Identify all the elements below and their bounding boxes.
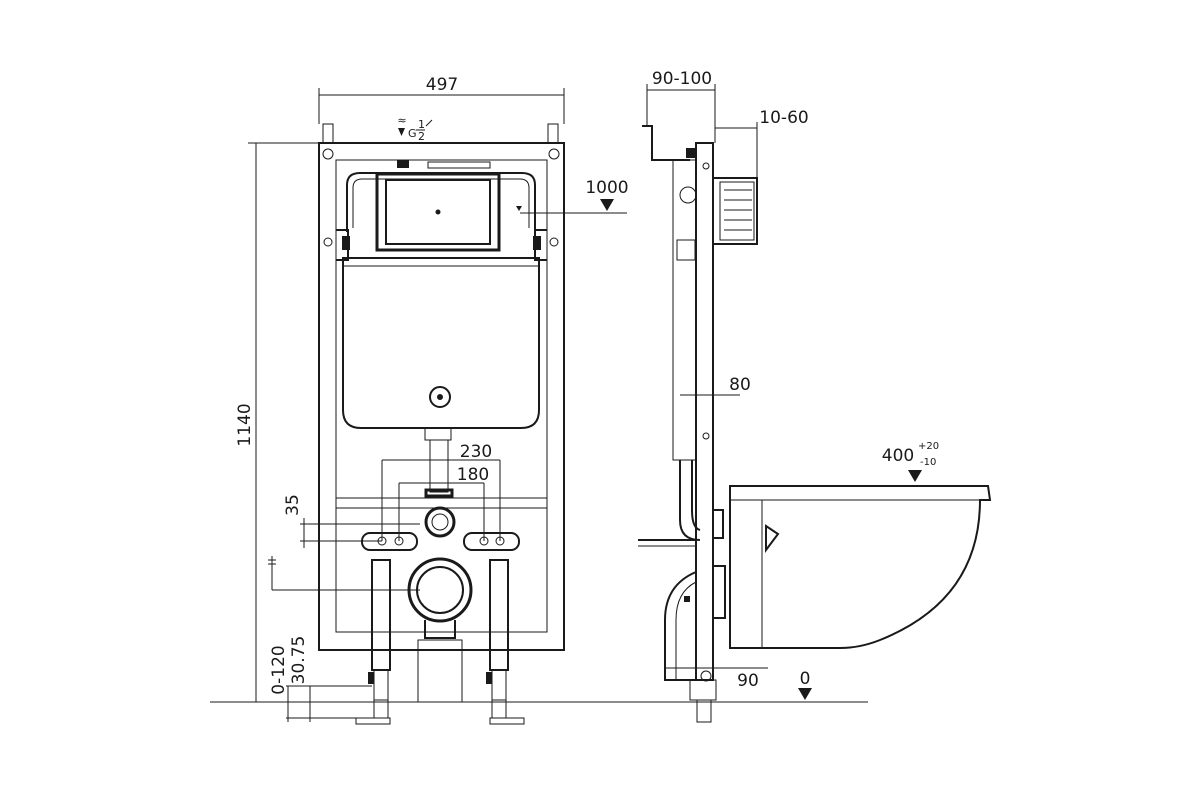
- flush-pipe-collar: [424, 488, 454, 498]
- bowl-height-icon: [908, 470, 922, 482]
- outlet-pipe: [417, 639, 463, 703]
- side-waste-bend: [664, 571, 697, 681]
- side-foot-block: [689, 679, 717, 701]
- cistern-logo-dot: [437, 394, 443, 400]
- side-foot-leg: [696, 699, 712, 723]
- side-view: 90-100 10-60 80 90 0 400 +20 -10: [638, 69, 992, 723]
- water-valve-icon: [397, 160, 409, 168]
- waste-outlet-inner: [416, 566, 464, 614]
- flush-center-icon: [435, 209, 441, 215]
- leg-left-ext: [373, 669, 389, 701]
- dim-cistern-height: 1000: [585, 178, 628, 198]
- dim-bowl-tol-plus: +20: [918, 441, 939, 452]
- side-waste-bend-inner: [675, 581, 697, 680]
- dim-pipe-outer: 230: [460, 442, 492, 462]
- cistern-logo-icon: [429, 386, 451, 408]
- side-outlet-connector: [712, 565, 726, 619]
- cistern-bracket: [346, 172, 536, 232]
- side-cistern: [672, 159, 697, 461]
- side-foot-bolt-icon: [700, 670, 712, 682]
- wc-bowl-inlet: [765, 524, 780, 553]
- flush-pipe-neck: [424, 427, 452, 441]
- screw-mid-left-icon: [323, 237, 333, 247]
- side-flush-bend: [679, 460, 701, 541]
- cistern-body: [342, 257, 540, 429]
- top-cap: [427, 161, 491, 169]
- dim-1000-arrow-icon: [600, 199, 614, 211]
- side-flush-bend-inner: [691, 460, 701, 531]
- dim-frame-depth: 80: [729, 375, 751, 395]
- side-frame: [695, 142, 714, 681]
- screw-top-right-icon: [548, 148, 560, 160]
- inlet-connector-inner: [431, 513, 449, 531]
- inlet-den: 2: [418, 130, 425, 143]
- dim-foot-height: 30.75: [289, 636, 309, 685]
- inlet-waves-icon: ≈: [397, 114, 406, 127]
- inlet-pointer: [425, 119, 433, 127]
- flush-pipe: [429, 439, 449, 493]
- foot-left: [355, 717, 391, 725]
- side-screw-mid-icon: [702, 432, 710, 440]
- leg-right-ext: [491, 669, 507, 701]
- leg-left: [371, 559, 391, 671]
- dim-leg-adjust: 0-120: [269, 645, 289, 694]
- leg-left-lock: [368, 672, 374, 684]
- top-tab-right: [547, 123, 559, 144]
- front-frame-inner: [335, 159, 548, 633]
- dim-mount-offset: 35: [283, 494, 303, 516]
- inlet-connector-icon: [424, 506, 456, 538]
- water-level-icon: [516, 206, 522, 211]
- screw-mid-right-icon: [549, 237, 559, 247]
- dim-bowl-height: 400: [882, 446, 914, 466]
- mount-slot-right: [463, 532, 520, 551]
- dim-pipe-inner: 180: [457, 465, 489, 485]
- side-clamp: [676, 239, 696, 261]
- clamp-left-bolt: [342, 236, 350, 250]
- side-screw-top-icon: [702, 162, 710, 170]
- leg-right: [489, 559, 509, 671]
- side-valve-top: [686, 148, 696, 158]
- dim-floor-level: 0: [800, 669, 811, 689]
- side-waste-marker: [684, 596, 690, 602]
- dim-frame-height: 1140: [235, 403, 255, 446]
- top-tab-left: [322, 123, 334, 144]
- side-flush-grille: [719, 181, 755, 241]
- leg-right-lock: [486, 672, 492, 684]
- side-inlet-connector: [712, 509, 724, 539]
- floor-level-icon: [798, 688, 812, 700]
- inlet-num: 1: [418, 118, 425, 131]
- flush-opening: [375, 172, 501, 252]
- screw-top-left-icon: [322, 148, 334, 160]
- cistern-bracket-inner: [352, 178, 530, 228]
- side-flush-panel: [712, 177, 758, 245]
- dim-side-depth: 90-100: [652, 69, 712, 89]
- inlet-arrow-icon: [398, 128, 405, 136]
- flush-plate: [385, 179, 491, 245]
- side-valve-icon: [679, 186, 697, 204]
- dim-outlet-height: 90: [737, 671, 759, 691]
- clamp-right-bolt: [533, 236, 541, 250]
- dim-panel-depth: 10-60: [759, 108, 808, 128]
- outlet-elbow: [424, 620, 456, 639]
- side-bracket: [642, 125, 690, 161]
- dim-frame-width: 497: [426, 75, 458, 95]
- crossbar: [335, 497, 548, 509]
- front-view: 497 ≈ G 1 2 1140 1000 230 180 35: [235, 75, 629, 725]
- foot-right: [489, 717, 525, 725]
- wc-bowl: [729, 485, 992, 649]
- dim-bowl-tol-minus: -10: [920, 457, 936, 468]
- inlet-thread: G: [408, 127, 417, 140]
